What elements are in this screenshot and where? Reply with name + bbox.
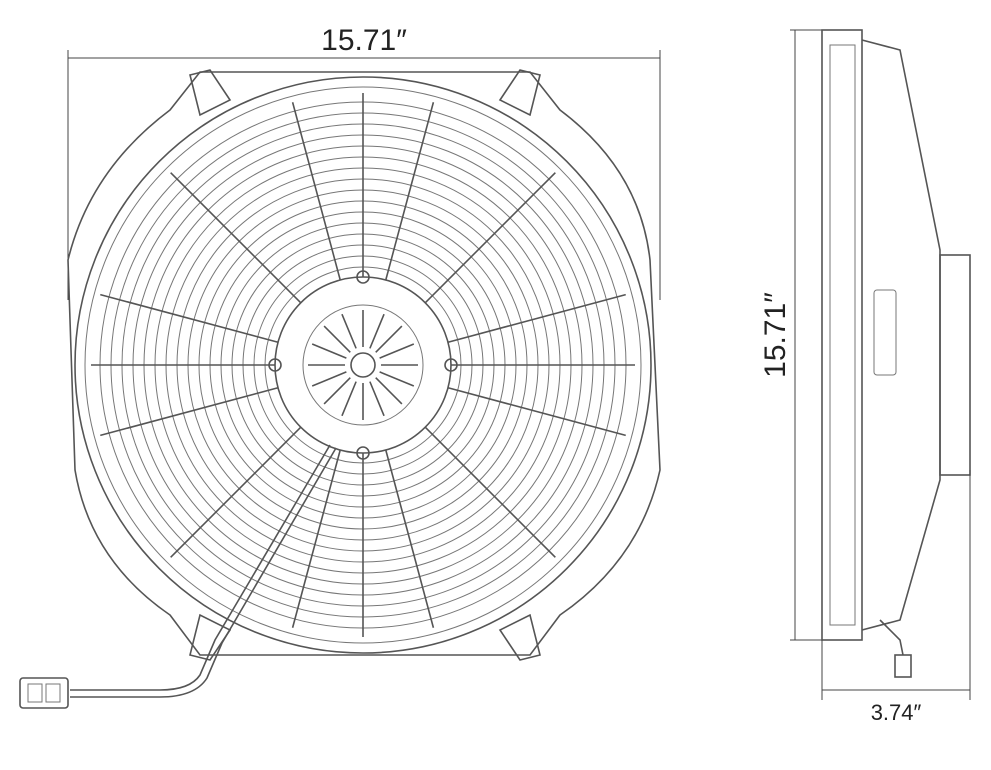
- side-wire: [879, 619, 904, 656]
- guard-spoke: [291, 102, 341, 281]
- side-shroud: [821, 29, 863, 641]
- guard-spoke: [424, 172, 556, 304]
- fan-shroud: [67, 71, 661, 656]
- hub-cooling-fin: [379, 371, 415, 387]
- power-wire: [70, 444, 337, 698]
- guard-spoke: [447, 387, 626, 437]
- guard-spoke: [291, 449, 341, 628]
- hub-cooling-fin: [323, 377, 351, 405]
- guard-spoke: [170, 172, 302, 304]
- guard-spoke: [424, 426, 556, 558]
- guard-spoke: [100, 387, 279, 437]
- hub-cooling-fin: [323, 325, 351, 353]
- guard-spoke: [385, 449, 435, 628]
- motor-shaft: [350, 352, 376, 378]
- wire-connector-icon: [19, 677, 69, 709]
- hub-cooling-fin: [379, 343, 415, 359]
- hub-cooling-fin: [311, 371, 347, 387]
- hub-cooling-fin: [369, 381, 385, 417]
- motor-hub: [274, 276, 452, 454]
- hub-cooling-fin: [341, 381, 357, 417]
- width-label: 15.71″: [321, 24, 407, 57]
- motor-hub-inner: [302, 304, 424, 426]
- hub-cooling-fin: [311, 343, 347, 359]
- guard-spoke: [100, 293, 279, 343]
- side-label-plate: [873, 289, 897, 376]
- hub-cooling-fin: [375, 325, 403, 353]
- side-motor: [939, 254, 971, 476]
- fan-front-view: [19, 69, 661, 709]
- hub-cooling-fin: [369, 313, 385, 349]
- hub-cooling-fin: [341, 313, 357, 349]
- side-connector-icon: [894, 654, 912, 678]
- width-dimension: 15.71″: [67, 24, 661, 300]
- shroud-ring: [74, 76, 652, 654]
- depth-label: 3.74″: [871, 700, 922, 725]
- guard-spoke: [447, 293, 626, 343]
- fan-side-view: 15.71″ 3.74″: [759, 29, 971, 725]
- guard-spoke: [385, 102, 435, 281]
- guard-spoke: [170, 426, 302, 558]
- height-label: 15.71″: [759, 292, 792, 378]
- mounting-bolts: [268, 270, 458, 460]
- hub-cooling-fin: [375, 377, 403, 405]
- shroud-ring-inner: [84, 86, 642, 644]
